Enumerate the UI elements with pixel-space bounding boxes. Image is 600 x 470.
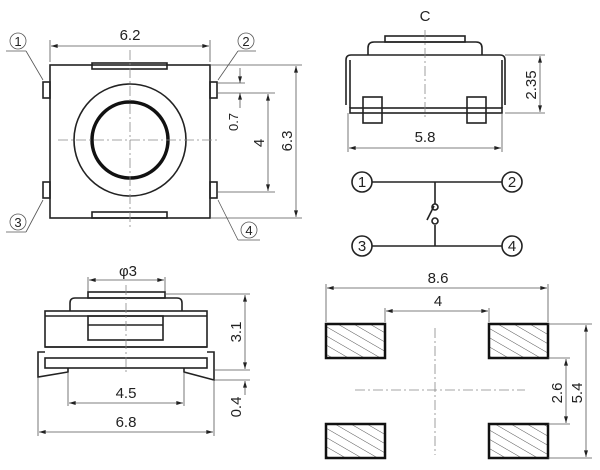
pad-top-right: [487, 322, 550, 360]
bottom-tab: [91, 211, 168, 219]
side-view: C 2.35 5.8: [345, 8, 545, 152]
schematic-pin-1: 1: [358, 174, 366, 191]
pin-width-dimension: 0.7: [226, 113, 241, 131]
outer-height-dimension: 5.4: [569, 383, 586, 404]
width-dimension: 6.8: [116, 414, 137, 431]
inner-width-dimension: 4.5: [116, 385, 137, 402]
pcb-footprint: 8.6 4 2.6 5.4: [324, 270, 592, 460]
width-dimension: 6.2: [120, 27, 141, 44]
pin-callout-1: 1: [14, 34, 21, 49]
inner-height-dimension: 2.6: [549, 383, 566, 404]
pin-2-lead: [209, 81, 218, 99]
pin-callout-4: 4: [245, 223, 252, 238]
front-view: φ3 3.1 0.4 4.5 6.8: [37, 263, 250, 436]
view-label: C: [420, 8, 431, 25]
standoff-dimension: 0.4: [228, 397, 245, 418]
height-dimension: 3.1: [228, 322, 245, 343]
top-tab: [91, 62, 168, 70]
schematic-pin-4: 4: [508, 238, 516, 255]
side-pin-right: [466, 96, 487, 124]
pin-1-lead: [42, 81, 51, 99]
outer-width-dimension: 8.6: [428, 270, 449, 287]
pin-3-lead: [42, 181, 51, 199]
pad-bottom-right: [487, 422, 550, 460]
schematic-pin-3: 3: [358, 238, 366, 255]
height-dimension: 2.35: [523, 70, 540, 99]
switch-contact-blade: [426, 205, 435, 221]
height-dimension: 6.3: [279, 131, 296, 152]
top-view: 6.2 1 2 3 4 0.7 4 6.3: [6, 27, 302, 241]
pad-top-left: [324, 322, 387, 360]
pad-bottom-left: [324, 422, 387, 460]
side-pin-left: [362, 96, 383, 124]
pitch-dimension: 4: [251, 139, 268, 147]
width-dimension: 5.8: [415, 129, 436, 146]
button-diameter-dimension: φ3: [119, 263, 137, 280]
pin-callout-2: 2: [242, 34, 249, 49]
inner-width-dimension: 4: [434, 293, 442, 310]
pin-callout-3: 3: [14, 215, 21, 230]
switch-schematic: 1 2 3 4: [351, 171, 523, 257]
schematic-pin-2: 2: [508, 174, 516, 191]
pin-4-lead: [209, 181, 218, 199]
